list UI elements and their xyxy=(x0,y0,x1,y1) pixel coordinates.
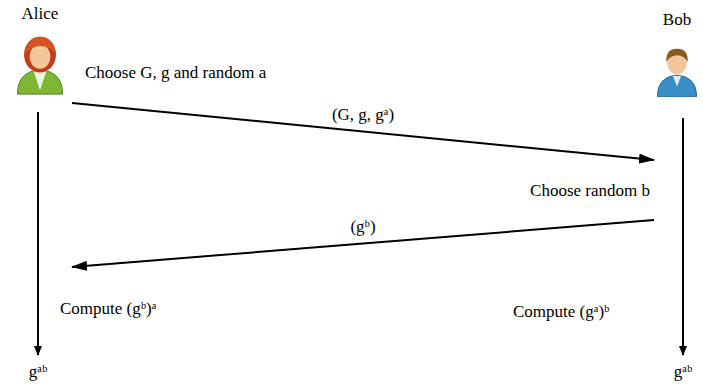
shared-key: gᵃᵇ xyxy=(29,362,47,382)
step-note: Choose G, g and random a xyxy=(85,63,266,83)
actor: Bob xyxy=(654,10,700,355)
step-note: Choose random b xyxy=(530,181,650,201)
bob-lifeline xyxy=(682,118,684,355)
message-label: (G, g, gᵃ) xyxy=(329,105,397,125)
actor-name: Alice xyxy=(8,4,72,24)
shared-key: gᵃᵇ xyxy=(674,362,692,382)
bob-person-icon xyxy=(654,40,700,102)
step-note: Compute (gᵇ)ᵃ xyxy=(60,299,156,319)
actor-name: Bob xyxy=(654,10,700,30)
step-note: Compute (gᵃ)ᵇ xyxy=(513,302,609,322)
alice-lifeline xyxy=(37,112,39,355)
alice-person-icon xyxy=(12,34,68,96)
message-label: (gᵇ) xyxy=(347,217,378,237)
message-arrow xyxy=(72,103,654,160)
